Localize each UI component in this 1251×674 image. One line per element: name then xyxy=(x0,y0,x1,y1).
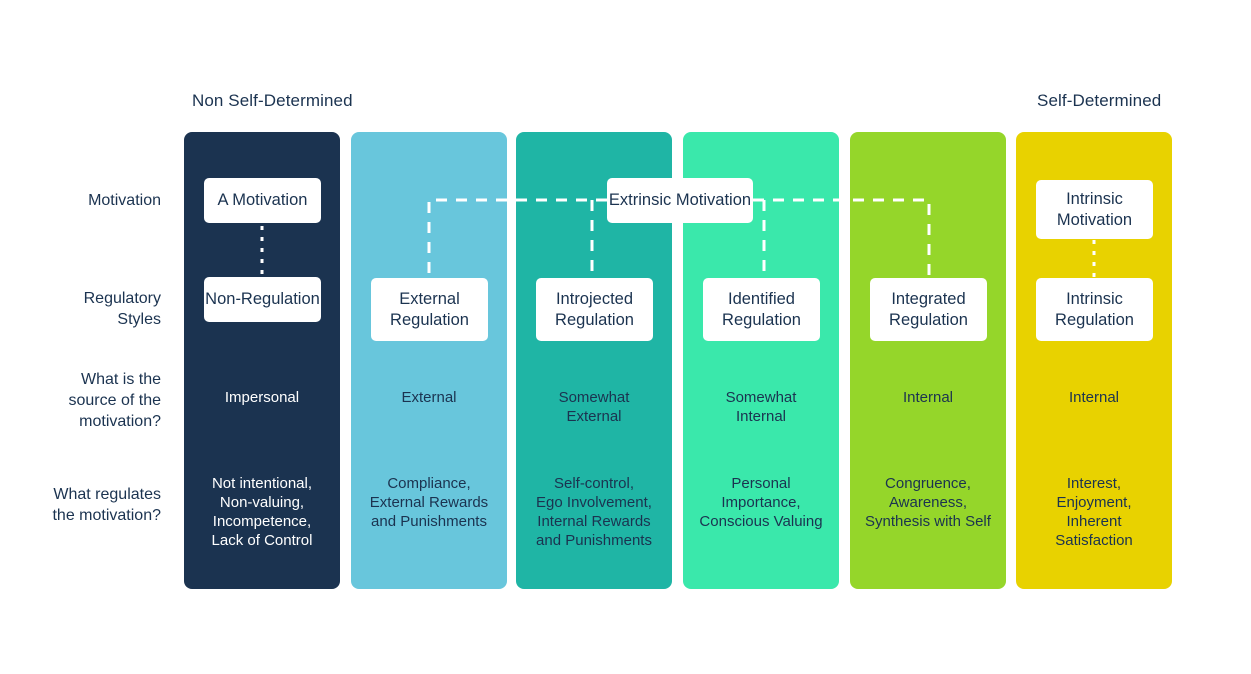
cell-source-integrated: Internal xyxy=(902,389,954,406)
cell-regulates-external: Compliance, External Rewards and Punishm… xyxy=(369,475,489,530)
cell-regulates-intrinsic: Interest, Enjoyment, Inherent Satisfacti… xyxy=(1055,475,1133,549)
cell-source-intrinsic: Internal xyxy=(1068,389,1120,406)
cell-regulates-identified: Personal Importance, Conscious Valuing xyxy=(699,475,823,530)
axis-label-non-self-determined: Non Self-Determined xyxy=(192,91,353,110)
cell-source-introjected: Somewhat External xyxy=(558,389,630,425)
cell-source-external: External xyxy=(401,389,457,406)
chip-regulation-integrated[interactable]: Integrated Regulation xyxy=(870,278,987,341)
dashed-bracket-extrinsic-right xyxy=(753,198,931,276)
chip-regulation-non-regulation[interactable]: Non-Regulation xyxy=(204,277,321,322)
cell-source-identified: Somewhat Internal xyxy=(725,389,797,425)
chip-regulation-identified[interactable]: Identified Regulation xyxy=(703,278,820,341)
cell-regulates-amotivation: Not intentional, Non-valuing, Incompeten… xyxy=(211,475,313,549)
cell-regulates-introjected: Self-control, Ego Involvement, Internal … xyxy=(536,475,652,549)
chip-motivation-amotivation[interactable]: A Motivation xyxy=(204,178,321,223)
row-label-regulates: What regulates the motivation? xyxy=(52,486,161,524)
chip-regulation-intrinsic[interactable]: Intrinsic Regulation xyxy=(1036,278,1153,341)
chip-motivation-intrinsic[interactable]: Intrinsic Motivation xyxy=(1036,180,1153,239)
cell-regulates-integrated: Congruence, Awareness, Synthesis with Se… xyxy=(865,475,991,530)
axis-label-self-determined: Self-Determined xyxy=(1037,91,1162,110)
dashed-bracket-extrinsic-left xyxy=(427,198,607,276)
cell-source-amotivation: Impersonal xyxy=(224,389,300,406)
chip-regulation-external[interactable]: External Regulation xyxy=(371,278,488,341)
row-label-source: What is the source of the motivation? xyxy=(68,371,162,430)
chip-regulation-introjected[interactable]: Introjected Regulation xyxy=(536,278,653,341)
row-label-regulatory-styles: Regulatory Styles xyxy=(83,290,161,328)
chip-motivation-extrinsic[interactable]: Extrinsic Motivation xyxy=(607,178,753,223)
row-label-motivation: Motivation xyxy=(88,192,161,209)
